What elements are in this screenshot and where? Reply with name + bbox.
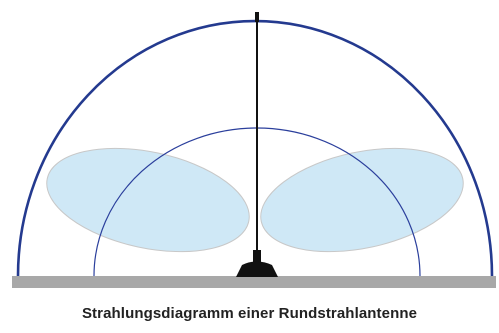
outer-reference-arc: [16, 19, 494, 277]
diagram-caption: Strahlungsdiagramm einer Rundstrahlanten…: [81, 305, 418, 322]
left-radiation-lobe: [46, 147, 250, 253]
antenna-mount-base: [236, 261, 278, 277]
antenna-base-collar: [253, 250, 261, 264]
ground-plane: [12, 276, 496, 288]
antenna-mast: [256, 20, 258, 252]
antenna-tip: [255, 12, 259, 22]
right-radiation-lobe: [260, 147, 464, 253]
antenna: [236, 12, 278, 277]
radiation-pattern-diagram: [12, 12, 496, 288]
